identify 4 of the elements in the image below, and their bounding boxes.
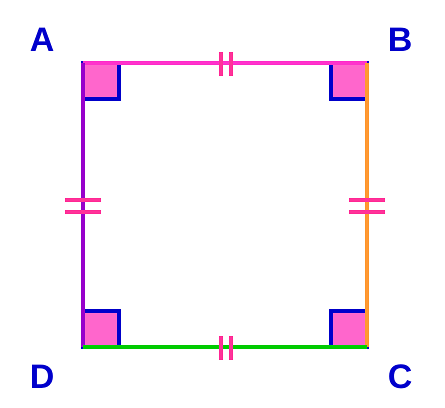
vertex-label: B [388, 23, 412, 57]
vertex-label: D [30, 360, 54, 394]
vertex-label: C [388, 360, 412, 394]
vertex-label: A [30, 23, 54, 57]
